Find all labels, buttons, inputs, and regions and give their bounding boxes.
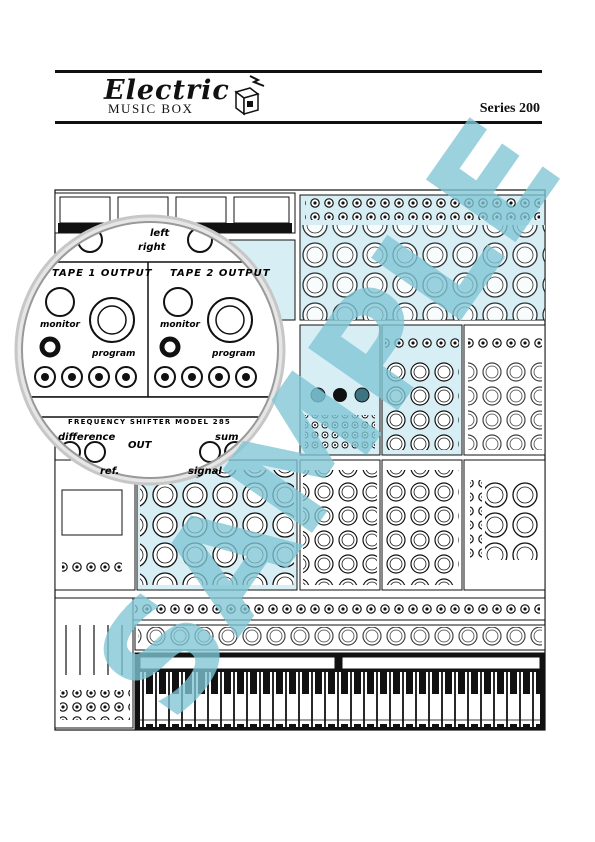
series-label: Series 200 xyxy=(479,101,540,116)
brand-subtitle: MUSIC BOX xyxy=(108,101,194,116)
header-bottom-rule xyxy=(55,121,542,124)
cube-lightning-icon xyxy=(234,75,265,116)
header-top-rule xyxy=(55,70,542,73)
brand-logo-text: Electric xyxy=(104,75,230,106)
